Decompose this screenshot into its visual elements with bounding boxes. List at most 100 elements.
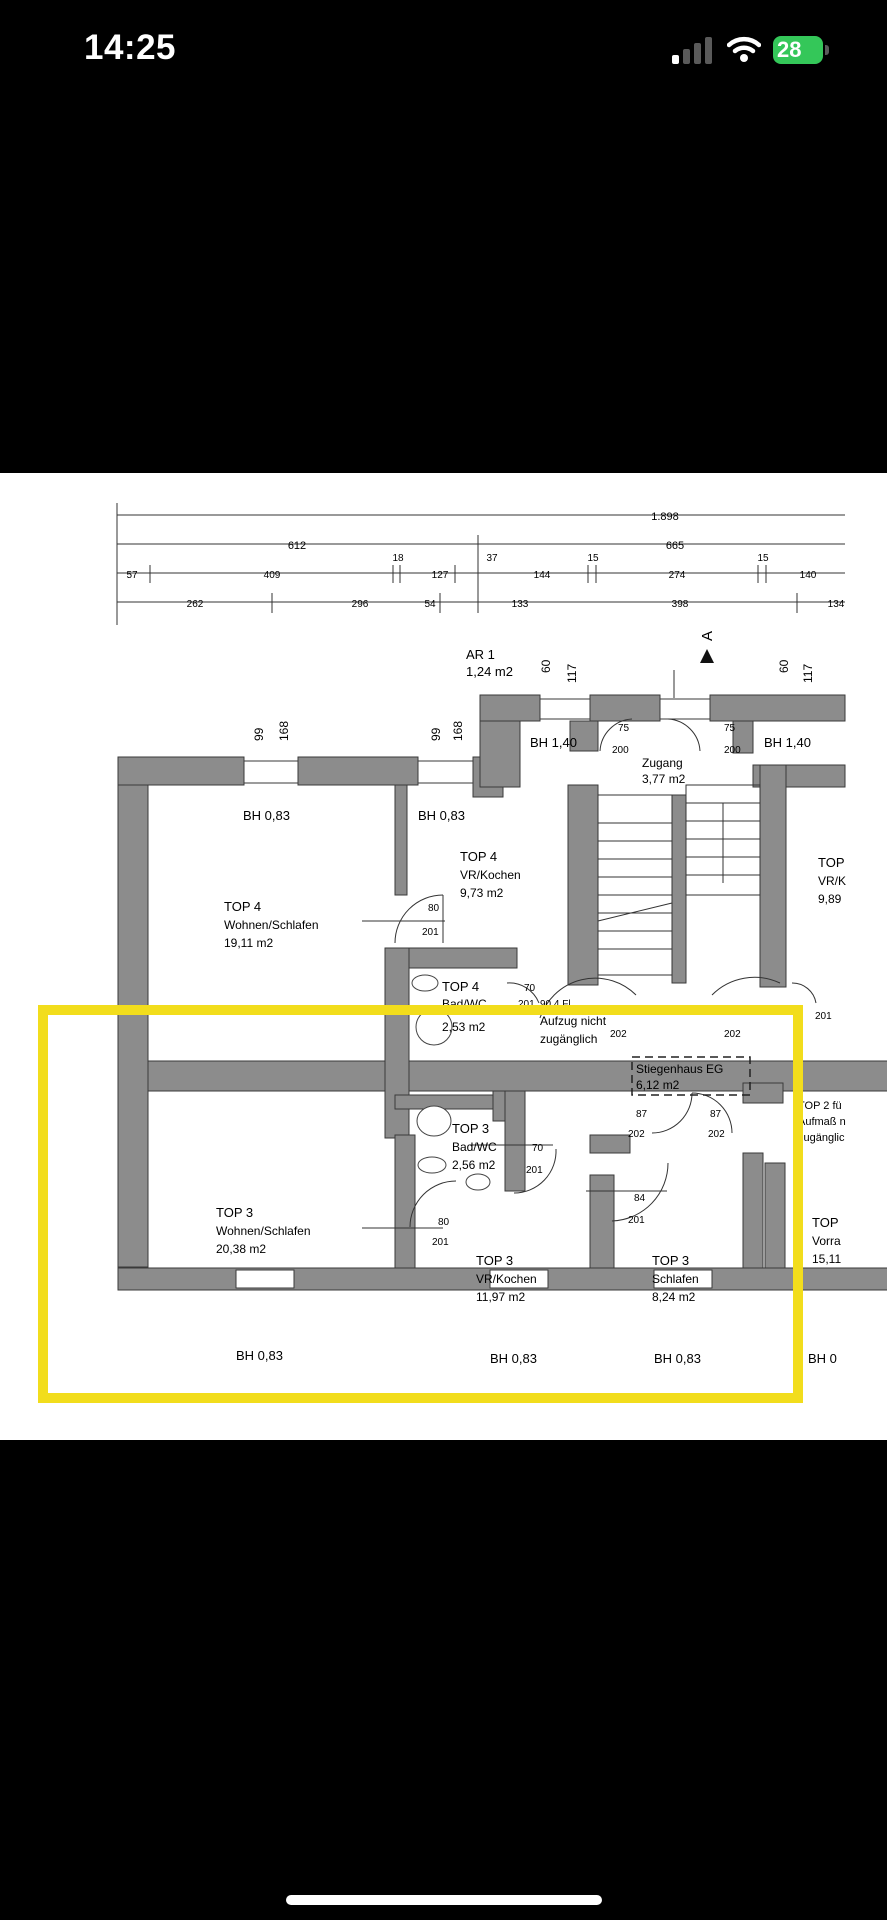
door-label: 87 [636, 1109, 648, 1120]
door-label: 201 [815, 1011, 832, 1022]
room-top3-vr-area: 11,97 m2 [476, 1290, 525, 1304]
dim-r2-1: 612 [288, 540, 306, 552]
door-label: 80 [438, 1217, 450, 1228]
door-label: 202 [724, 1029, 741, 1040]
room-zugang-name: Zugang [642, 756, 683, 770]
dim-r3-1: 57 [126, 570, 138, 581]
status-bar: 14:25 28 [0, 0, 887, 100]
win-dim-tm-b: 168 [451, 721, 465, 741]
room-top3-bad-name: Bad/WC [452, 1140, 497, 1154]
dim-r4-4: 133 [512, 599, 529, 610]
battery-level: 28 [773, 36, 823, 64]
room-zugang-area: 3,77 m2 [642, 772, 686, 786]
window-dims: 99 168 99 168 60 117 60 117 [252, 659, 815, 741]
dim-r2-2: 665 [666, 540, 684, 552]
room-top3-wohnen-unit: TOP 3 [216, 1205, 253, 1220]
bh-far-right: BH 0 [808, 1351, 837, 1366]
dim-r4-1: 262 [187, 599, 204, 610]
room-stiegenhaus-name: Stiegenhaus EG [636, 1062, 723, 1076]
door-label: 201 [432, 1237, 449, 1248]
door-labels: 80 201 70 201 75 200 75 200 90,4 Fl 202 … [422, 723, 832, 1248]
floor-plan-photo[interactable]: 1.898 612 665 57 409 18 127 37 144 15 27… [0, 473, 887, 1440]
room-top2-line1: TOP 2 fü [798, 1100, 842, 1112]
bh-top3-mid: BH 0,83 [490, 1351, 537, 1366]
room-right-upper-area: 9,89 [818, 892, 842, 906]
dim-r3-9: 15 [757, 553, 769, 564]
bh-top3-right: BH 0,83 [654, 1351, 701, 1366]
room-right-lower-unit: TOP [812, 1215, 839, 1230]
room-top4-vr-unit: TOP 4 [460, 849, 497, 864]
room-aufzug-name: Aufzug nicht [540, 1014, 607, 1028]
door-label: 75 [724, 723, 736, 734]
dim-r4-6: 134 [828, 599, 845, 610]
battery-tip [825, 45, 829, 55]
room-top3-schlafen-unit: TOP 3 [652, 1253, 689, 1268]
wifi-icon [727, 36, 761, 62]
dim-r4-5: 398 [672, 599, 689, 610]
room-right-lower-name: Vorra [812, 1234, 841, 1248]
door-label: 200 [612, 745, 629, 756]
door-label: 87 [710, 1109, 722, 1120]
dim-r3-10: 140 [800, 570, 817, 581]
room-top4-vr-name: VR/Kochen [460, 868, 521, 882]
bh-top3-left: BH 0,83 [236, 1348, 283, 1363]
stiegenhaus-outline [631, 1056, 751, 1096]
door-label: 201 [526, 1165, 543, 1176]
room-right-lower-area: 15,11 [812, 1252, 841, 1266]
windows [235, 698, 713, 1289]
dim-r3-7: 15 [587, 553, 599, 564]
door-label: 202 [628, 1129, 645, 1140]
room-top3-schlafen-name: Schlafen [652, 1272, 699, 1286]
win-dim-ar-b: 117 [565, 664, 579, 683]
room-right-upper-unit: TOP [818, 855, 845, 870]
room-top3-schlafen-area: 8,24 m2 [652, 1290, 696, 1304]
dim-r4-3: 54 [424, 599, 436, 610]
room-labels: TOP 4 Wohnen/Schlafen 19,11 m2 TOP 4 VR/… [216, 756, 846, 1304]
floor-plan-drawing: 1.898 612 665 57 409 18 127 37 144 15 27… [38, 503, 887, 1403]
status-time: 14:25 [84, 28, 177, 67]
room-top3-bad-area: 2,56 m2 [452, 1158, 496, 1172]
bathroom-fixtures [411, 974, 491, 1191]
room-top4-wohnen-name: Wohnen/Schlafen [224, 918, 319, 932]
room-top3-vr-name: VR/Kochen [476, 1272, 537, 1286]
bh-ar-right: BH 1,40 [764, 735, 811, 750]
room-stiegenhaus-area: 6,12 m2 [636, 1078, 680, 1092]
door-label: 84 [634, 1193, 646, 1204]
door-lines [362, 920, 667, 1229]
dim-r3-4: 127 [432, 570, 449, 581]
door-label: 201 [518, 999, 535, 1010]
win-dim-r-b: 117 [801, 664, 815, 683]
bh-top4-left: BH 0,83 [243, 808, 290, 823]
battery-icon: 28 [773, 36, 829, 64]
room-top4-bad-unit: TOP 4 [442, 979, 479, 994]
bh-labels: BH 1,40 BH 1,40 BH 0,83 BH 0,83 BH 0,83 … [236, 735, 837, 1366]
dim-r3-6: 144 [534, 570, 551, 581]
ar1-label: AR 1 [466, 647, 495, 662]
win-dim-ar-a: 60 [539, 659, 553, 673]
win-dim-tl-a: 99 [252, 727, 266, 741]
door-label: 70 [524, 983, 536, 994]
room-aufzug-sub: zugänglich [540, 1032, 597, 1046]
section-marker: A [673, 631, 716, 698]
room-top4-wohnen-area: 19,11 m2 [224, 936, 273, 950]
door-label: 201 [628, 1215, 645, 1226]
walls [117, 694, 887, 1291]
door-label: 70 [532, 1143, 544, 1154]
staircase [597, 784, 761, 976]
dim-r3-8: 274 [669, 570, 686, 581]
door-swings [394, 718, 817, 1228]
dim-r3-2: 409 [264, 570, 281, 581]
room-top4-wohnen-unit: TOP 4 [224, 899, 261, 914]
room-top3-wohnen-area: 20,38 m2 [216, 1242, 266, 1256]
room-top3-vr-unit: TOP 3 [476, 1253, 513, 1268]
door-label: 201 [422, 927, 439, 938]
win-dim-r-a: 60 [777, 659, 791, 673]
room-top2-line2: Aufmaß n [798, 1116, 846, 1128]
door-label: 75 [618, 723, 630, 734]
room-top4-bad-area: 2,53 m2 [442, 1020, 486, 1034]
dim-total: 1.898 [651, 511, 679, 523]
home-indicator[interactable] [286, 1895, 602, 1905]
bh-top4-mid: BH 0,83 [418, 808, 465, 823]
win-dim-tm-a: 99 [429, 727, 443, 741]
highlight-rectangle [38, 1005, 803, 1403]
